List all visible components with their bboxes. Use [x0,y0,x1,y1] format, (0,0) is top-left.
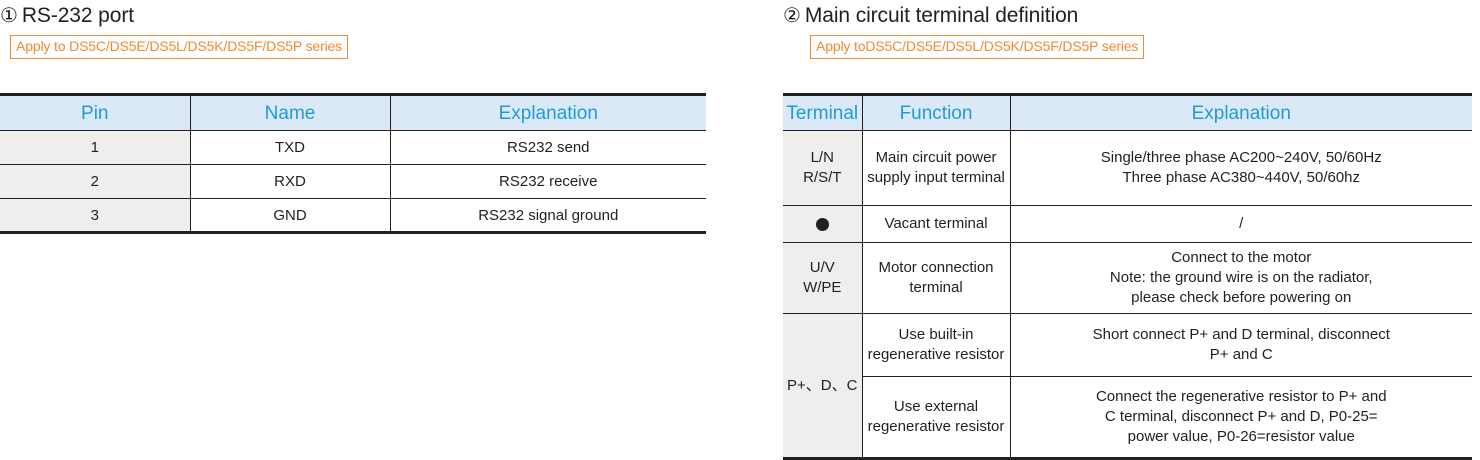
function-line: supply input terminal [867,169,1005,186]
function-line: Use built-in [898,326,974,343]
function-line: Main circuit power [875,149,997,166]
column-header-name: Name [189,94,391,131]
main-circuit-title-text: Main circuit terminal definition [804,4,1079,27]
cell-terminal [783,205,863,243]
rs232-title-text: RS-232 port [21,4,134,27]
function-line: regenerative resistor [867,418,1005,435]
explanation-line: C terminal, disconnect P+ and D, P0-25= [1104,408,1378,425]
cell-explanation: Short connect P+ and D terminal, disconn… [1009,313,1472,377]
function-line: Vacant terminal [884,215,988,232]
table-row: Use external regenerative resistor Conne… [783,376,1472,459]
function-line: regenerative resistor [867,346,1005,363]
cell-function: Use external regenerative resistor [862,376,1011,459]
cell-terminal-merged: P+、D、C [783,313,863,459]
explanation-line: Connect the regenerative resistor to P+ … [1095,388,1387,405]
main-circuit-table: Terminal Function Explanation L/N R/S/T … [783,93,1472,460]
section-number-icon: ① [0,5,18,27]
explanation-line: Three phase AC380~440V, 50/60hz [1122,169,1361,186]
column-header-explanation: Explanation [389,94,706,131]
explanation-line: please check before powering on [1131,289,1352,306]
table-header-row: Terminal Function Explanation [783,94,1472,131]
cell-name: RXD [189,164,391,199]
cell-explanation: Connect to the motor Note: the ground wi… [1009,242,1472,314]
function-line: Use external [893,398,979,415]
table-row: 2 RXD RS232 receive [0,164,706,199]
column-header-explanation: Explanation [1009,94,1472,131]
cell-explanation: Single/three phase AC200~240V, 50/60Hz T… [1009,130,1472,206]
cell-explanation: RS232 receive [389,164,706,199]
table-header-row: Pin Name Explanation [0,94,706,131]
table-row: 1 TXD RS232 send [0,130,706,165]
main-circuit-apply-badge: Apply toDS5C/DS5E/DS5L/DS5K/DS5F/DS5P se… [810,35,1145,59]
table-row: U/V W/PE Motor connection terminal Conne… [783,242,1472,314]
function-line: terminal [909,279,963,296]
column-header-function: Function [861,94,1011,131]
section-number-icon: ② [783,5,801,27]
cell-terminal: L/N R/S/T [783,130,863,206]
function-line: Motor connection [878,259,994,276]
explanation-line: P+ and C [1209,346,1273,363]
column-header-pin: Pin [0,94,191,131]
cell-function: Use built-in regenerative resistor [861,313,1011,377]
cell-name: TXD [189,130,391,165]
column-header-terminal: Terminal [783,94,863,131]
rs232-table: Pin Name Explanation 1 TXD RS232 send 2 … [0,93,706,234]
cell-explanation: RS232 signal ground [389,198,706,233]
terminal-line: R/S/T [803,169,842,186]
explanation-line: Single/three phase AC200~240V, 50/60Hz [1100,149,1382,166]
explanation-line: Connect to the motor [1171,249,1312,266]
table-row: P+、D、C Use built-in regenerative resisto… [783,313,1472,459]
explanation-line: Note: the ground wire is on the radiator… [1109,269,1373,286]
terminal-line: U/V [809,259,835,276]
cell-explanation: RS232 send [389,130,706,165]
explanation-line: power value, P0-26=resistor value [1127,428,1355,445]
table-row: L/N R/S/T Main circuit power supply inpu… [783,130,1472,206]
terminal-line: L/N [810,149,834,166]
rs232-apply-badge: Apply to DS5C/DS5E/DS5L/DS5K/DS5F/DS5P s… [10,35,349,59]
table-row: Vacant terminal / [783,205,1472,243]
cell-function: Motor connection terminal [861,242,1011,314]
cell-explanation: / [1009,205,1472,243]
cell-pin: 2 [0,164,191,199]
cell-function: Vacant terminal [861,205,1011,243]
explanation-line: Short connect P+ and D terminal, disconn… [1092,326,1390,343]
explanation-line: / [1239,215,1244,232]
terminal-line: W/PE [803,279,842,296]
cell-explanation: Connect the regenerative resistor to P+ … [1009,376,1472,459]
cell-name: GND [189,198,391,233]
cell-terminal: U/V W/PE [783,242,863,314]
table-row: 3 GND RS232 signal ground [0,198,706,233]
cell-pin: 1 [0,130,191,165]
cell-function: Main circuit power supply input terminal [861,130,1011,206]
filled-circle-icon [815,217,829,231]
cell-pin: 3 [0,198,191,233]
